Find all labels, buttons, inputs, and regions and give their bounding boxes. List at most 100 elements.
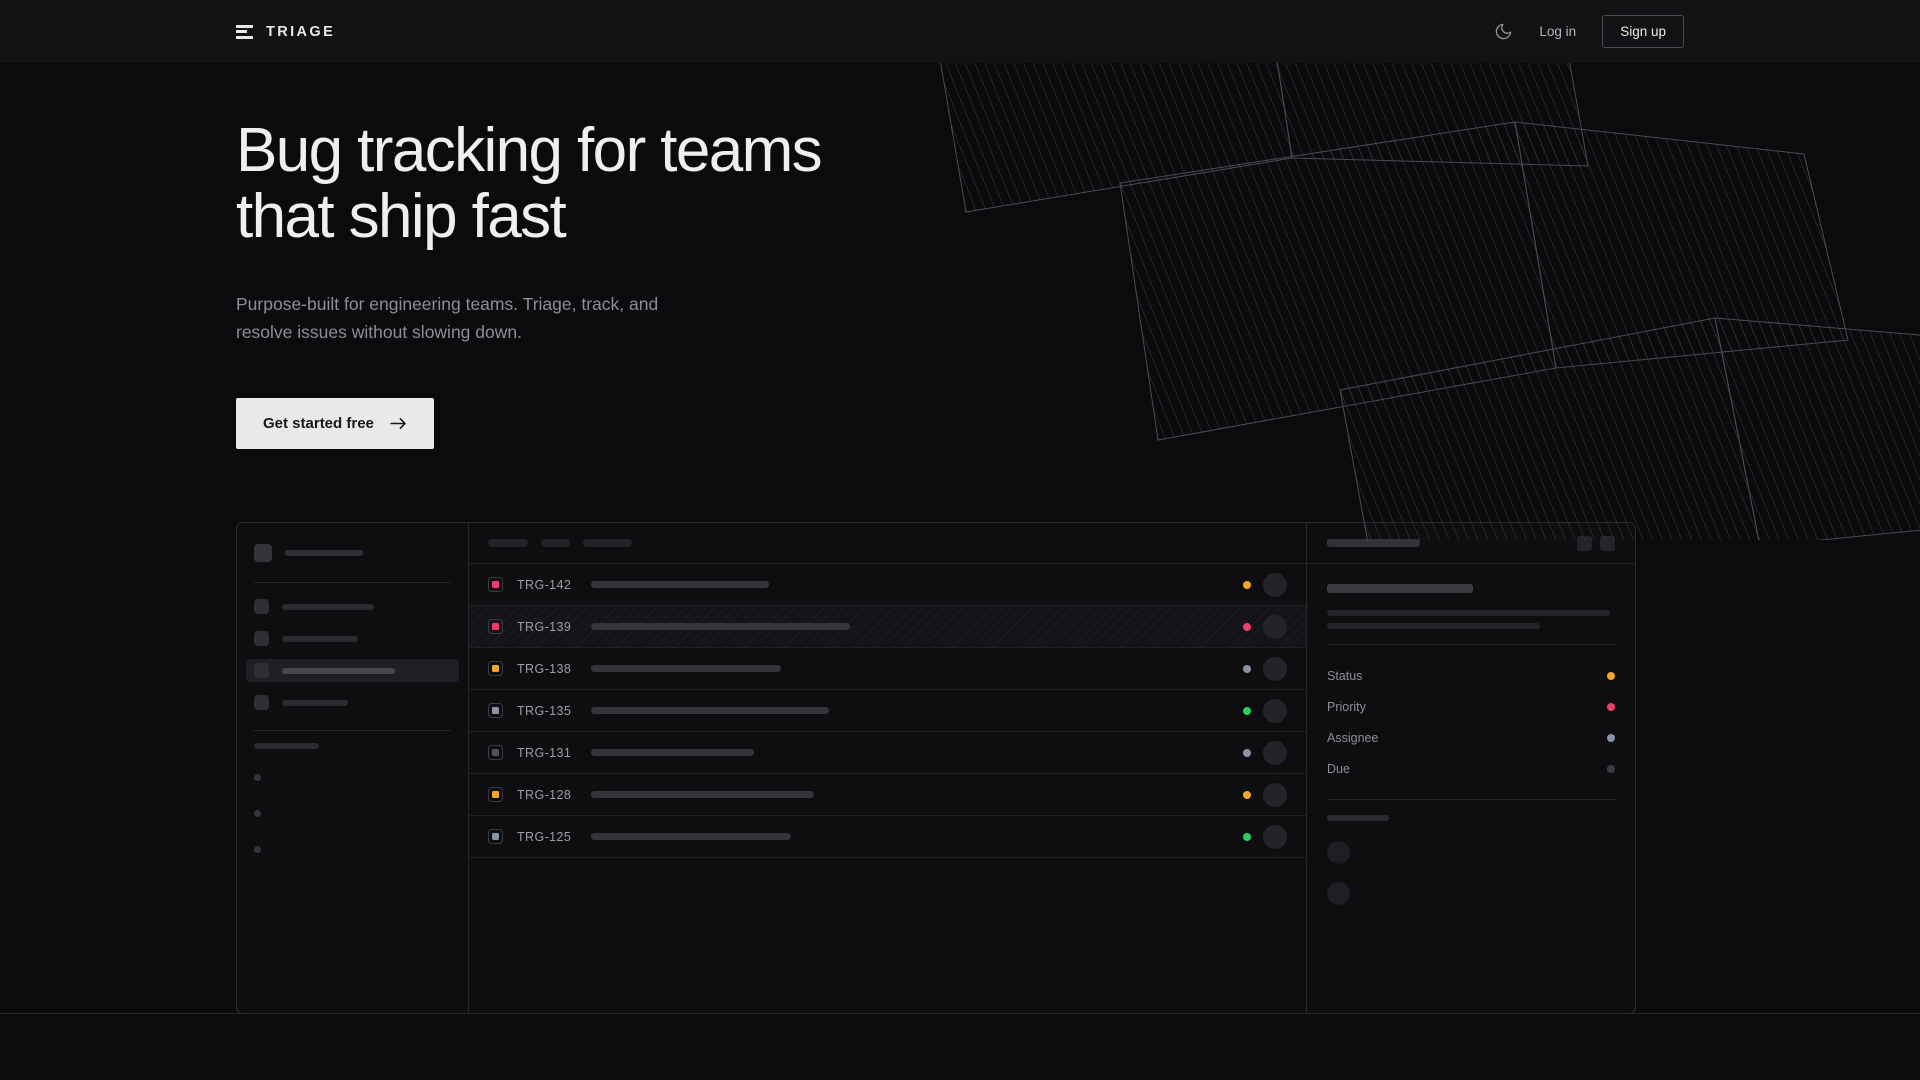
sidebar-item-icon	[254, 631, 269, 646]
issue-title-placeholder	[591, 833, 791, 840]
issue-title-placeholder	[591, 791, 814, 798]
detail-meta-priority[interactable]: Priority	[1327, 691, 1615, 722]
issue-id: TRG-138	[517, 661, 572, 676]
detail-header-actions	[1577, 535, 1615, 551]
sidebar-item-4[interactable]	[246, 691, 459, 714]
toolbar-pill-3[interactable]	[583, 539, 632, 547]
issue-type-icon	[488, 703, 503, 718]
avatar	[1263, 824, 1287, 849]
issue-id: TRG-135	[517, 703, 572, 718]
issue-title-placeholder	[591, 665, 781, 672]
detail-meta-value-badge	[1607, 733, 1615, 742]
brand-name: TRIAGE	[266, 23, 336, 40]
get-started-button[interactable]: Get started free	[236, 398, 434, 450]
sidebar-workspace[interactable]	[254, 540, 451, 566]
sidebar-sub-item-2[interactable]	[254, 803, 451, 823]
get-started-label: Get started free	[263, 415, 374, 433]
nav-actions: Log in Sign up	[1494, 15, 1684, 48]
issue-list-toolbar	[469, 523, 1306, 564]
hero-section: Bug tracking for teams that ship fast Pu…	[236, 116, 996, 450]
issue-row-meta	[1243, 656, 1287, 681]
table-row[interactable]: TRG-131	[469, 732, 1306, 774]
table-row[interactable]: TRG-138	[469, 648, 1306, 690]
issue-type-icon	[488, 661, 503, 676]
avatar	[1263, 782, 1287, 807]
sidebar-item-1[interactable]	[246, 595, 459, 618]
issue-row-meta	[1243, 698, 1287, 723]
page-title: Bug tracking for teams that ship fast	[236, 116, 823, 252]
issue-title-placeholder	[591, 581, 769, 588]
table-row[interactable]: TRG-142	[469, 564, 1306, 606]
detail-meta-label: Priority	[1327, 699, 1366, 714]
sidebar-item-label	[282, 667, 395, 674]
toolbar-pill-2[interactable]	[541, 539, 570, 547]
status-badge	[1243, 622, 1251, 631]
issue-type-icon	[488, 619, 503, 634]
sidebar-item-label	[282, 699, 348, 706]
issue-type-icon	[488, 577, 503, 592]
table-row[interactable]: TRG-125	[469, 816, 1306, 858]
table-row[interactable]: TRG-139	[469, 606, 1306, 648]
signup-button[interactable]: Sign up	[1602, 15, 1684, 48]
detail-comment-list	[1327, 841, 1615, 905]
issue-row-meta	[1243, 614, 1287, 639]
detail-action-button-1[interactable]	[1577, 535, 1592, 551]
toolbar-pill-1[interactable]	[488, 539, 528, 547]
issue-type-icon	[488, 829, 503, 844]
sidebar-sub-dot-icon	[254, 773, 261, 781]
issue-row-meta	[1243, 782, 1287, 807]
comment-avatar	[1327, 882, 1350, 905]
issue-id: TRG-128	[517, 787, 572, 802]
detail-text-line-1	[1327, 610, 1610, 616]
login-link[interactable]: Log in	[1539, 24, 1577, 39]
sidebar-divider-bottom	[254, 730, 451, 731]
detail-action-button-2[interactable]	[1600, 535, 1615, 551]
status-badge	[1243, 832, 1251, 841]
top-navigation-bar: TRIAGE Log in Sign up	[0, 0, 1920, 63]
detail-meta-label: Assignee	[1327, 730, 1379, 745]
detail-divider-top	[1327, 644, 1615, 645]
detail-meta-value-badge	[1607, 671, 1615, 680]
status-badge	[1243, 790, 1251, 799]
sidebar-item-label	[282, 603, 374, 610]
brand-logo[interactable]: TRIAGE	[236, 24, 335, 40]
sidebar-item-icon	[254, 695, 269, 710]
detail-divider-bottom	[1327, 799, 1615, 800]
issue-title-placeholder	[591, 707, 829, 714]
table-row[interactable]: TRG-128	[469, 774, 1306, 816]
sidebar-sub-item-3[interactable]	[254, 839, 451, 859]
status-badge	[1243, 748, 1251, 757]
table-row[interactable]: TRG-135	[469, 690, 1306, 732]
detail-meta-due[interactable]: Due	[1327, 753, 1615, 784]
issue-type-icon	[488, 787, 503, 802]
sidebar-item-label	[282, 635, 358, 642]
comment-avatar	[1327, 841, 1350, 864]
issue-title-placeholder	[591, 749, 754, 756]
sidebar-item-icon	[254, 599, 269, 614]
detail-title-placeholder	[1327, 584, 1473, 593]
sidebar-sub-dot-icon	[254, 845, 261, 853]
moon-icon[interactable]	[1494, 22, 1513, 41]
sidebar-item-icon	[254, 663, 269, 678]
detail-header	[1307, 523, 1635, 564]
detail-comments-label	[1327, 815, 1389, 821]
sidebar-item-3[interactable]	[246, 659, 459, 682]
avatar	[1263, 698, 1287, 723]
detail-description-placeholder	[1327, 610, 1615, 629]
issue-id: TRG-125	[517, 829, 572, 844]
detail-text-line-2	[1327, 623, 1540, 629]
detail-meta-assignee[interactable]: Assignee	[1327, 722, 1615, 753]
sidebar-sub-item-1[interactable]	[254, 767, 451, 787]
footer-divider	[0, 1013, 1920, 1014]
avatar	[1263, 740, 1287, 765]
sidebar-item-2[interactable]	[246, 627, 459, 650]
detail-meta-status[interactable]: Status	[1327, 660, 1615, 691]
mockup-sidebar	[237, 523, 469, 1013]
